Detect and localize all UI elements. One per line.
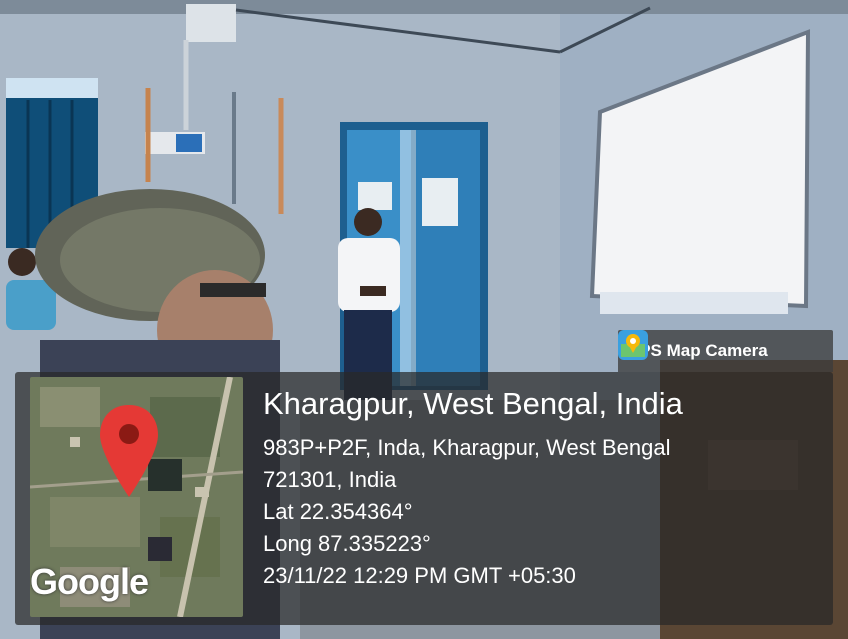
gps-map-camera-badge: GPS Map Camera <box>618 330 833 372</box>
latitude: Lat 22.354364° <box>263 499 413 524</box>
location-title: Kharagpur, West Bengal, India <box>263 386 683 421</box>
address-line-1: 983P+P2F, Inda, Kharagpur, West Bengal <box>263 435 671 460</box>
map-marker-icon <box>100 405 158 497</box>
satellite-map-image <box>30 377 243 617</box>
google-logo: Google <box>30 561 149 602</box>
map-pin-app-icon <box>618 330 648 360</box>
address-line-2: 721301, India <box>263 467 397 492</box>
satellite-map-thumbnail: Google <box>30 377 243 617</box>
longitude: Long 87.335223° <box>263 531 431 556</box>
timestamp: 23/11/22 12:29 PM GMT +05:30 <box>263 563 576 588</box>
gps-map-camera-label: GPS Map Camera <box>626 341 768 360</box>
location-info: Kharagpur, West Bengal, India 983P+P2F, … <box>263 386 683 592</box>
location-stamp-panel: Google Kharagpur, West Bengal, India 983… <box>15 372 833 625</box>
